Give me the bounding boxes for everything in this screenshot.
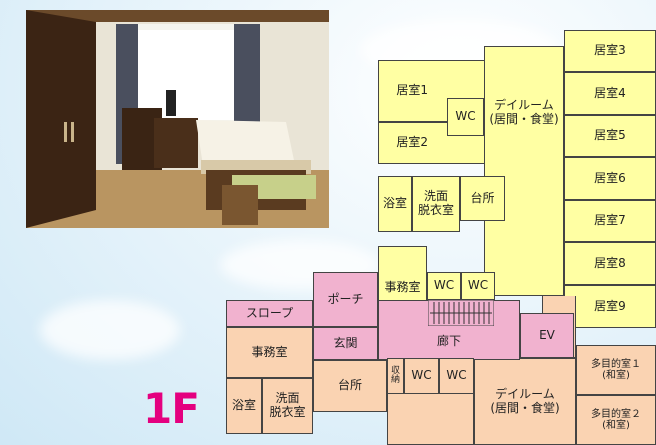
room-sublabel: (和室): [602, 420, 630, 431]
room-label: 多目的室２: [591, 408, 641, 420]
room-label: EV: [539, 327, 555, 342]
room-multipurpose-2: 多目的室２(和室): [576, 395, 656, 445]
room-kitchen-lower: 台所: [313, 360, 387, 412]
room-wc-low-1: WC: [404, 358, 439, 394]
room-kyoshitsu-3: 居室3: [564, 30, 656, 72]
room-kyoshitsu-4: 居室4: [564, 72, 656, 115]
room-photo: [26, 10, 329, 228]
room-label: 居室6: [594, 170, 626, 185]
room-label: 居室7: [594, 213, 626, 228]
room-label: 納: [390, 375, 400, 385]
room-sublabel: 脱衣室: [417, 203, 454, 217]
room-label: 居室1: [396, 83, 429, 98]
room-washroom-upper: 洗面脱衣室: [412, 176, 460, 232]
room-sublabel: 脱衣室: [269, 405, 306, 419]
room-wc-low-2: WC: [439, 358, 474, 394]
room-label: 浴室: [382, 196, 407, 211]
room-label: 収: [390, 365, 400, 376]
room-kyoshitsu-6: 居室6: [564, 157, 656, 200]
room-ev: EV: [520, 313, 574, 358]
room-label: ポーチ: [327, 291, 364, 306]
room-kyoshitsu-8: 居室8: [564, 242, 656, 285]
room-label: スロープ: [245, 305, 294, 320]
room-label: WC: [467, 278, 489, 293]
room-label: 台所: [470, 190, 495, 205]
room-office-lower: 事務室: [226, 327, 313, 378]
room-label: 玄関: [333, 335, 358, 350]
room-label: 浴室: [231, 398, 256, 413]
room-label: 居室2: [396, 135, 429, 150]
room-entrance: 玄関: [313, 327, 378, 360]
cloud: [40, 300, 180, 360]
room-label: 多目的室１: [591, 358, 641, 370]
room-label: WC: [433, 278, 455, 293]
room-label: デイルーム: [494, 98, 554, 112]
room-wc-upper: WC: [447, 98, 484, 136]
stairs: [428, 300, 494, 326]
room-kitchen-upper: 台所: [460, 176, 505, 221]
room-label: 洗面: [275, 391, 300, 406]
room-kyoshitsu-5: 居室5: [564, 115, 656, 157]
room-sublabel: (居間・食堂): [489, 111, 559, 126]
room-storage: 収納: [387, 358, 404, 394]
room-label: 洗面: [423, 189, 448, 204]
room-kyoshitsu-9: 居室9: [564, 285, 656, 328]
room-label: 廊下: [436, 334, 461, 349]
room-label: 居室8: [594, 255, 626, 270]
room-dayroom-lower: デイルーム(居間・食堂): [474, 358, 576, 445]
room-label: 台所: [337, 378, 362, 393]
room-label: 居室9: [594, 298, 626, 313]
room-bath-upper: 浴室: [378, 176, 412, 232]
room-wc-mid-2: WC: [461, 272, 495, 300]
room-label: 居室5: [594, 128, 626, 143]
room-label: 事務室: [384, 280, 421, 295]
room-label: WC: [446, 368, 467, 383]
room-slope: スロープ: [226, 300, 313, 327]
floor-label: 1F: [143, 384, 200, 433]
room-washroom-lower: 洗面脱衣室: [262, 378, 313, 434]
room-label: WC: [411, 368, 432, 383]
room-sublabel: (居間・食堂): [490, 400, 560, 415]
room-dayroom-upper: デイルーム(居間・食堂): [484, 46, 564, 296]
room-multipurpose-1: 多目的室１(和室): [576, 345, 656, 395]
room-kyoshitsu-7: 居室7: [564, 200, 656, 242]
room-label: デイルーム: [495, 386, 555, 401]
room-label: WC: [455, 109, 476, 124]
room-label: 事務室: [251, 344, 288, 359]
room-bath-lower: 浴室: [226, 378, 262, 434]
room-sublabel: (和室): [602, 370, 630, 381]
room-porch: ポーチ: [313, 272, 378, 327]
room-label: 居室4: [594, 85, 626, 100]
room-wc-mid-1: WC: [427, 272, 461, 300]
room-label: 居室3: [594, 43, 626, 58]
